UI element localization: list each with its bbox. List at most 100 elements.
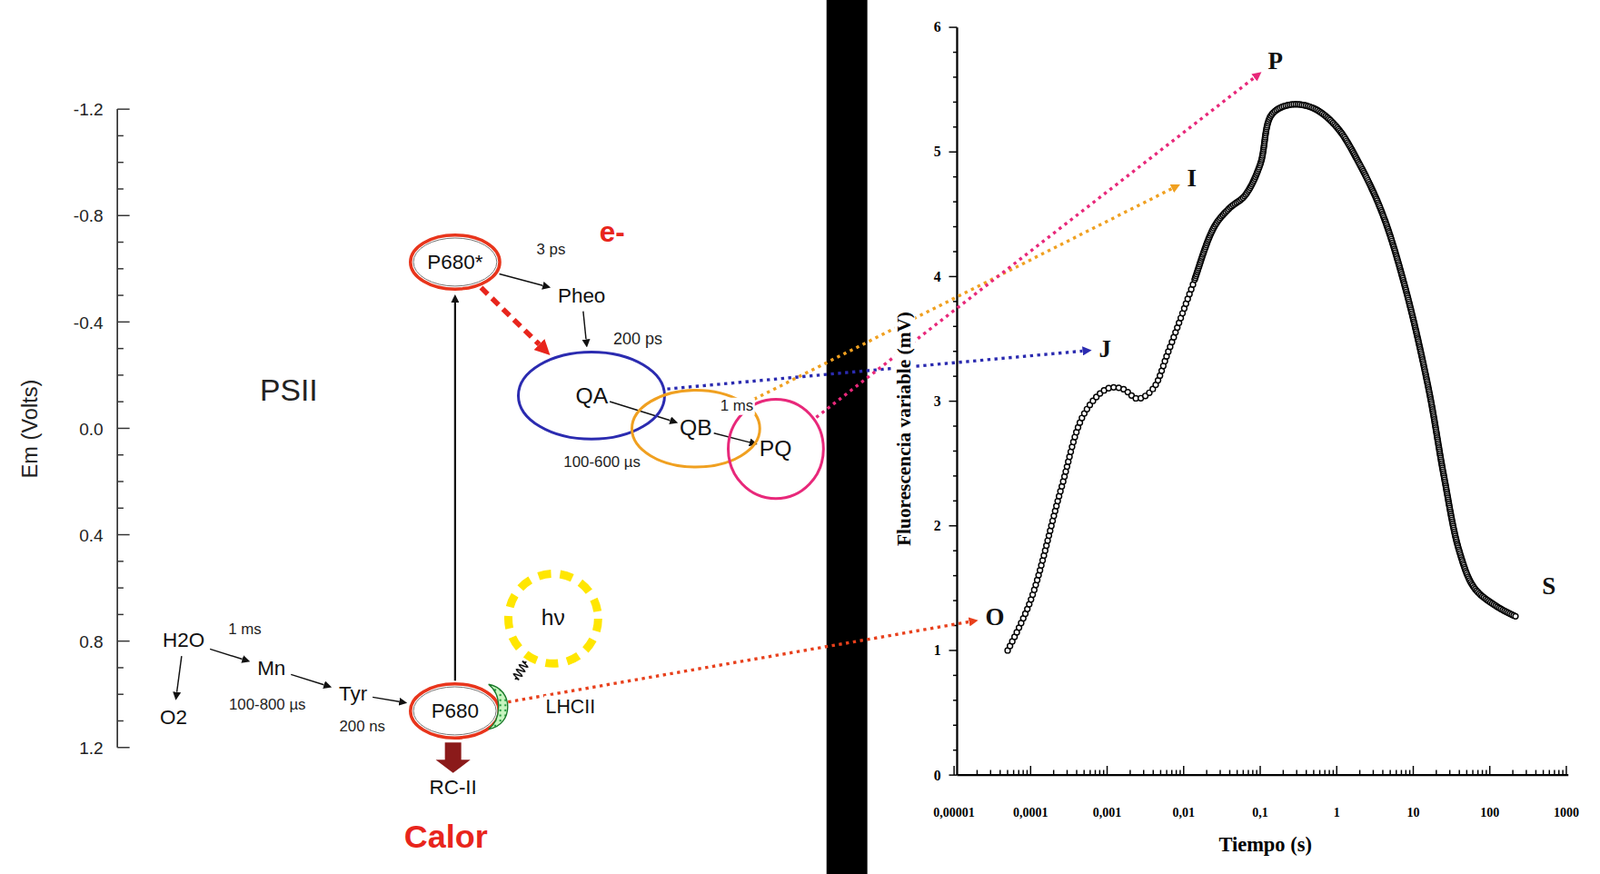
tick — [117, 534, 130, 536]
node-label: Mn — [257, 656, 286, 681]
tick — [948, 26, 957, 28]
tick — [948, 774, 957, 776]
axis-ticks — [117, 109, 130, 748]
tick — [117, 241, 124, 243]
tick — [1565, 765, 1567, 776]
tick — [1053, 770, 1054, 776]
connector-arrow — [177, 655, 182, 693]
annotation-label: 200 ps — [611, 330, 665, 349]
node-label: Tyr — [338, 682, 368, 706]
tick — [1175, 770, 1177, 776]
tick — [117, 666, 124, 668]
tick — [1165, 770, 1167, 776]
annotation-label: 1 ms — [718, 397, 756, 416]
node-label: P680 — [431, 699, 479, 724]
tick — [1030, 765, 1032, 776]
tick — [1409, 770, 1411, 776]
tick — [1525, 770, 1527, 776]
node-label: O — [985, 603, 1005, 632]
tick — [953, 450, 957, 452]
tick — [953, 176, 957, 178]
tick — [1305, 770, 1307, 776]
component-shape: P680 — [408, 682, 501, 740]
annotation-label: 1.2 — [77, 738, 106, 758]
annotation-label: 0.4 — [77, 525, 106, 545]
tick — [953, 549, 957, 551]
tick — [976, 770, 978, 776]
molecule-node: O — [982, 601, 1009, 634]
annotation-label: 0.0 — [77, 418, 106, 438]
tick — [117, 400, 124, 402]
tick — [1083, 770, 1084, 776]
tick — [1332, 770, 1334, 776]
tick — [953, 350, 957, 352]
annotation-label: 0,01 — [1171, 805, 1198, 820]
annotation-label: 4 — [932, 268, 944, 285]
tick — [1142, 770, 1144, 776]
tick — [1247, 770, 1249, 776]
molecule-node: S — [1538, 570, 1560, 603]
outline-ellipse — [632, 389, 761, 468]
annotation-label: 5 — [932, 144, 944, 160]
tick — [1236, 770, 1238, 776]
tick — [953, 326, 957, 328]
tick — [117, 480, 124, 482]
tick — [1389, 770, 1391, 776]
tick — [117, 693, 124, 695]
connector-arrow — [513, 661, 527, 681]
tick — [1255, 770, 1257, 776]
tick — [1336, 765, 1338, 776]
tick — [990, 770, 992, 776]
divider-bar — [826, 0, 868, 874]
annotation-label: 1 ms — [226, 621, 263, 639]
component-shape: hν — [504, 569, 603, 668]
tick — [1075, 770, 1077, 776]
annotation-label: PSII — [258, 374, 320, 408]
tick — [1381, 770, 1383, 776]
tick — [1405, 770, 1407, 776]
outline-ellipse — [410, 235, 500, 289]
tick — [1259, 765, 1261, 776]
tick — [1094, 770, 1096, 776]
tick — [1542, 770, 1544, 776]
node-label: I — [1187, 164, 1197, 193]
tick — [1018, 770, 1020, 776]
data-point — [1512, 613, 1519, 619]
molecule-node: J — [1095, 333, 1115, 366]
tick — [953, 599, 957, 601]
tick — [1561, 770, 1563, 776]
tick — [953, 101, 957, 103]
annotation-label: 6 — [932, 19, 944, 35]
tick — [1229, 770, 1231, 776]
annotation-label: 0,001 — [1091, 805, 1124, 820]
tick — [117, 746, 130, 748]
tick — [953, 250, 957, 252]
node-label: J — [1099, 335, 1112, 364]
annotation-label: 3 ps — [535, 241, 568, 259]
tick — [1312, 770, 1314, 776]
node-label: S — [1541, 572, 1556, 601]
tick — [1242, 770, 1244, 776]
annotation-label: 0.8 — [77, 632, 106, 652]
annotation-label: 100-800 µs — [227, 696, 309, 715]
tick — [117, 161, 124, 163]
tick — [117, 454, 124, 456]
heat-arrow — [436, 742, 471, 774]
tick — [1458, 770, 1460, 776]
tick — [1219, 770, 1221, 776]
annotation-label: Tiempo (s) — [1216, 834, 1314, 857]
annotation-label: -1.2 — [71, 99, 106, 120]
tick — [1401, 770, 1402, 776]
annotation-label: 100-600 µs — [561, 453, 643, 471]
annotation-label: RC-II — [427, 776, 478, 800]
annotation-label: Em (Volts) — [19, 377, 43, 480]
connector-arrow — [454, 302, 457, 681]
node-label: P680* — [427, 250, 483, 275]
annotation-label: 10 — [1404, 805, 1422, 820]
tick — [117, 640, 130, 642]
annotation-label: 2 — [932, 517, 944, 534]
annotation-label: 1 — [932, 643, 944, 659]
node-label: H2O — [162, 628, 205, 653]
tick — [1485, 770, 1487, 776]
tick — [1066, 770, 1068, 776]
